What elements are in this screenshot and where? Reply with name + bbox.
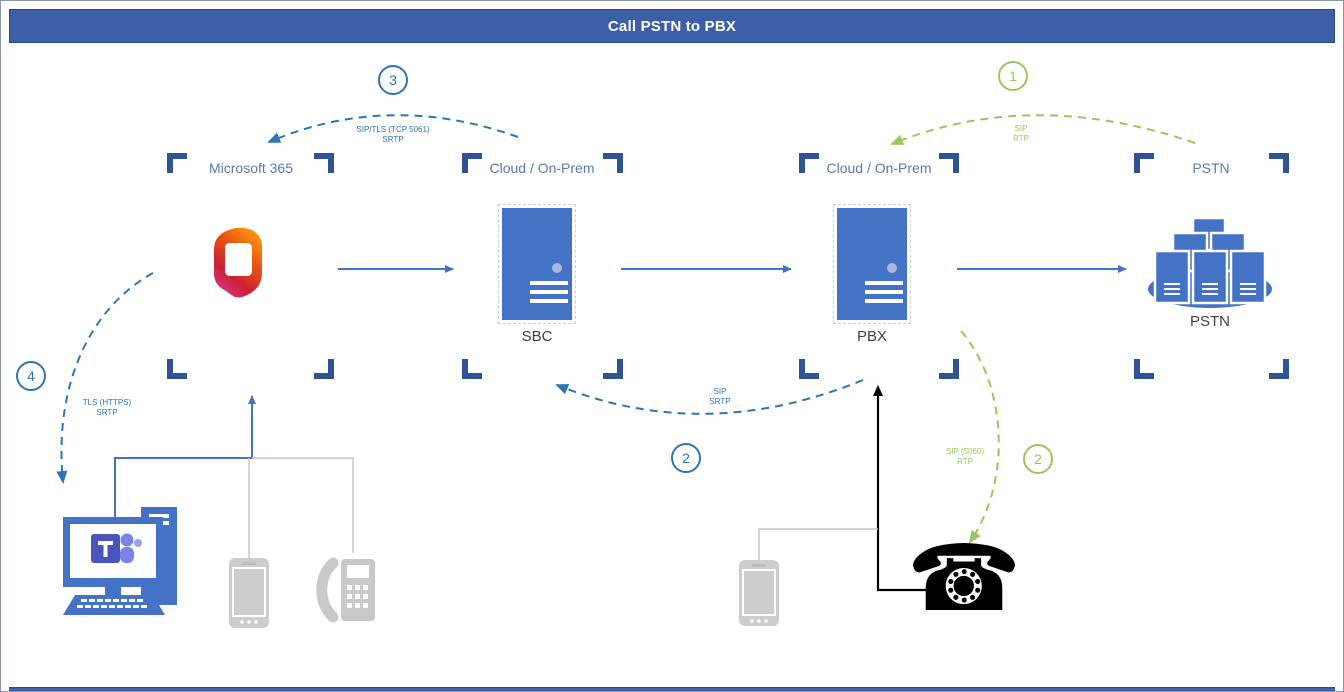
zone-m365-corner-tr (314, 153, 334, 173)
mobile-phone-icon (229, 558, 269, 628)
zone-m365-corner-tl (167, 153, 187, 173)
zone-m365-corner-bl (167, 359, 187, 379)
zone-sbc-corner-tr (603, 153, 623, 173)
zone-pstn-corner-tr (1269, 153, 1289, 173)
zone-pbx-corner-bl (799, 359, 819, 379)
analog-phone-icon: ☎ (906, 525, 1022, 632)
flow-2-green-label: SIP (5060) RTP (945, 447, 985, 466)
zone-pstn-corner-br (1269, 359, 1289, 379)
desk-phone-icon (316, 557, 375, 623)
pstn-cloud-icon (1148, 216, 1272, 308)
server-led (887, 263, 897, 273)
zone-sbc-corner-bl (462, 359, 482, 379)
wire-gray-mobile-right (758, 528, 878, 560)
zone-pstn-corner-bl (1134, 359, 1154, 379)
microsoft-365-logo-icon (214, 227, 262, 298)
wire-gray-deskphone-left (252, 457, 354, 553)
zone-pbx-corner-tl (799, 153, 819, 173)
flow-4-label: TLS (HTTPS) SRTP (82, 398, 132, 417)
flow-2-pbx-to-analog-phone (960, 330, 1000, 544)
flow-3-label: SIP/TLS (TCP 5061) SRTP (356, 125, 430, 144)
step-badge-2-blue: 2 (671, 443, 701, 473)
pbx-server-icon (833, 204, 911, 324)
sbc-caption: SBC (521, 328, 553, 345)
zone-pstn-corner-tl (1134, 153, 1154, 173)
pbx-caption: PBX (856, 328, 887, 345)
zone-sbc-label: Cloud / On-Prem (489, 160, 595, 176)
server-led (552, 263, 562, 273)
zone-pstn-label: PSTN (1192, 160, 1230, 176)
bottom-bar (9, 687, 1335, 691)
step-badge-1: 1 (998, 61, 1028, 91)
zone-m365-label: Microsoft 365 (208, 160, 294, 176)
zone-m365-corner-br (314, 359, 334, 379)
zone-pbx-corner-br (939, 359, 959, 379)
zone-pbx-corner-tr (939, 153, 959, 173)
step-badge-3: 3 (378, 65, 408, 95)
mobile-phone-icon (739, 560, 779, 626)
sbc-server-icon (498, 204, 576, 324)
page-title: Call PSTN to PBX (607, 17, 737, 35)
flow-1-label: SIP RTP (1013, 124, 1029, 143)
zone-pbx-label: Cloud / On-Prem (826, 160, 932, 176)
flow-2-blue-label: SIP SRTP (709, 387, 731, 406)
zone-sbc-corner-tl (462, 153, 482, 173)
title-bar: Call PSTN to PBX (9, 9, 1335, 43)
step-badge-4: 4 (16, 361, 46, 391)
zone-sbc-corner-br (603, 359, 623, 379)
flow-4-m365-to-teams (56, 272, 154, 484)
teams-desktop-icon (63, 507, 177, 615)
step-badge-2-green: 2 (1023, 444, 1053, 474)
pstn-caption: PSTN (1189, 313, 1230, 330)
